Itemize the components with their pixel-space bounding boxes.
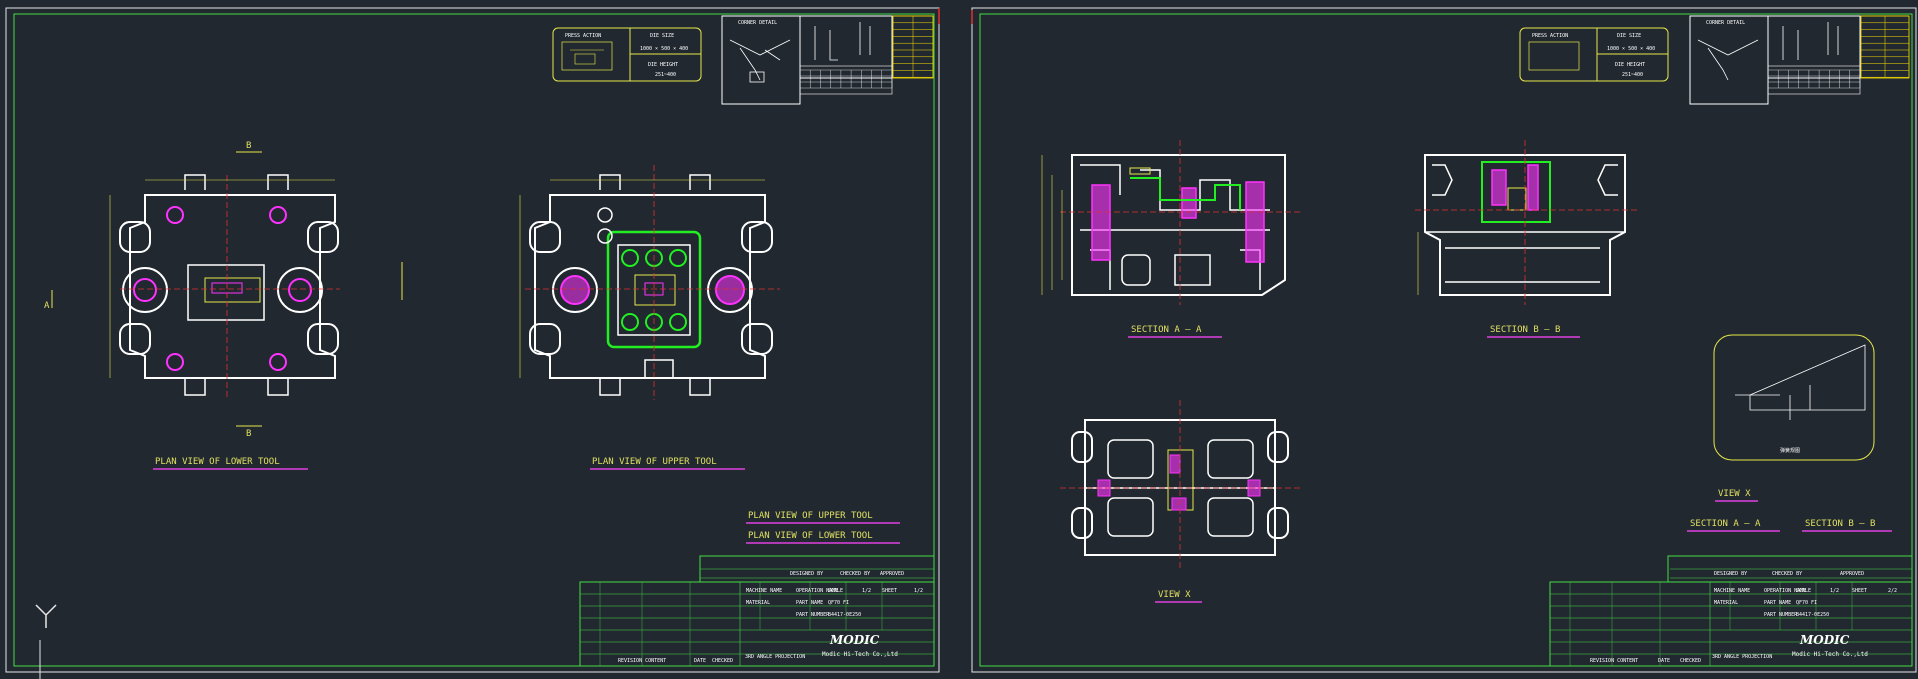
tb2-angle-projection: 3RD ANGLE PROJECTION: [1712, 654, 1772, 660]
tb2-machine-name: MACHINE NAME: [1714, 588, 1750, 594]
tb2-company: Modic Hi-Tech Co.,Ltd: [1792, 651, 1868, 658]
tb2-part-number: PART NUMBER: [1764, 612, 1798, 618]
section-mark-b-top: B: [246, 141, 251, 151]
tb2-approved: APPROVED: [1840, 571, 1864, 577]
die-height-title: DIE HEIGHT: [648, 62, 678, 68]
section-mark-a-left: A: [44, 301, 50, 311]
press-action-title-2: PRESS ACTION: [1532, 33, 1568, 39]
legend-view-x: VIEW X: [1718, 489, 1751, 499]
ucs-icon: [35, 604, 57, 679]
die-size-title: DIE SIZE: [650, 33, 674, 39]
tb2-material: MATERIAL: [1714, 600, 1738, 606]
tb1-sheet: SHEET: [882, 588, 897, 594]
section-b-b-view[interactable]: [1415, 140, 1640, 305]
die-size-value-2: 1000 × 500 × 400: [1607, 46, 1655, 52]
legend-section-a-a: SECTION A — A: [1690, 519, 1761, 529]
view-x[interactable]: [1060, 400, 1300, 570]
tb2-sheet-value: 2/2: [1888, 588, 1897, 594]
tb1-scale: SCALE: [828, 588, 843, 594]
legend-plan-view-upper: PLAN VIEW OF UPPER TOOL: [748, 511, 873, 521]
plan-view-upper-tool[interactable]: [519, 165, 780, 400]
die-size-value: 1000 × 500 × 400: [640, 46, 688, 52]
tb1-machine-name: MACHINE NAME: [746, 588, 782, 594]
section-mark-b-bottom: B: [246, 429, 251, 439]
tb1-operation: OPERATION NAME: [796, 588, 838, 594]
sheet-1-inner-frame: [13, 13, 935, 667]
tb2-date: DATE: [1658, 658, 1670, 664]
sheet-1-outer-border: [5, 7, 940, 673]
label-plan-view-lower: PLAN VIEW OF LOWER TOOL: [155, 457, 280, 467]
tb2-sheet: SHEET: [1852, 588, 1867, 594]
die-height-value: 251~400: [655, 72, 676, 78]
corner-detail-box: CORNER DETAIL: [721, 15, 934, 105]
section-a-a-view[interactable]: [1041, 140, 1300, 305]
die-height-title-2: DIE HEIGHT: [1615, 62, 1645, 68]
tb1-revision-content: REVISION CONTENT: [618, 658, 666, 664]
tb1-logo: MODIC: [829, 633, 880, 647]
tb1-material: MATERIAL: [746, 600, 770, 606]
tb2-part-name: PART NAME: [1764, 600, 1791, 606]
tb2-operation: OPERATION NAME: [1764, 588, 1806, 594]
plan-view-lower-tool[interactable]: B B A: [44, 141, 403, 439]
press-action-title: PRESS ACTION: [565, 33, 601, 39]
tb1-part-number: PART NUMBER: [796, 612, 830, 618]
tb2-designed-by: DESIGNED BY: [1714, 571, 1747, 577]
tb1-approved: APPROVED: [880, 571, 904, 577]
label-section-b-b: SECTION B — B: [1490, 325, 1560, 335]
tb1-date: DATE: [694, 658, 706, 664]
sheet-2-inner-frame: [979, 13, 1913, 667]
tb2-part-number-value: 84417-0E250: [1796, 612, 1829, 618]
spring-detail-box: 弹簧规图: [1713, 334, 1875, 461]
corner-detail-title-2: CORNER DETAIL: [1706, 20, 1745, 26]
spring-detail-label: 弹簧规图: [1780, 447, 1800, 454]
tb2-scale-value: 1/2: [1830, 588, 1839, 594]
sheet-1: PRESS ACTION DIE SIZE 1000 × 500 × 400 D…: [5, 7, 940, 679]
die-size-title-2: DIE SIZE: [1617, 33, 1641, 39]
corner-detail-box-2: CORNER DETAIL: [1689, 15, 1910, 105]
tb2-scale: SCALE: [1796, 588, 1811, 594]
corner-detail-title: CORNER DETAIL: [738, 20, 777, 26]
tb2-revision-content: REVISION CONTENT: [1590, 658, 1638, 664]
tb1-angle-projection: 3RD ANGLE PROJECTION: [745, 654, 805, 660]
tb1-designed-by: DESIGNED BY: [790, 571, 823, 577]
tb1-part-number-value: 84417-0E250: [828, 612, 861, 618]
legend-section-b-b: SECTION B — B: [1805, 519, 1875, 529]
label-plan-view-upper: PLAN VIEW OF UPPER TOOL: [592, 457, 717, 467]
die-height-value-2: 251~400: [1622, 72, 1643, 78]
title-block-sheet-2: MACHINE NAME OPERATION NAME SCALE 1/2 SH…: [1549, 555, 1913, 667]
title-block-sheet-1: MACHINE NAME OPERATION NAME SCALE 1/2 SH…: [579, 555, 935, 667]
sheet-2: PRESS ACTION DIE SIZE 1000 × 500 × 400 D…: [971, 7, 1917, 673]
tb1-checked: CHECKED: [712, 658, 733, 664]
press-action-box: PRESS ACTION DIE SIZE 1000 × 500 × 400 D…: [552, 27, 702, 82]
tb1-part-name: PART NAME: [796, 600, 823, 606]
tb2-checked: CHECKED: [1680, 658, 1701, 664]
label-view-x: VIEW X: [1158, 590, 1191, 600]
tb2-part-name-value: QF70 FI: [1796, 600, 1817, 606]
legend-plan-view-lower: PLAN VIEW OF LOWER TOOL: [748, 531, 873, 541]
tb1-scale-value: 1/2: [862, 588, 871, 594]
press-action-box-2: PRESS ACTION DIE SIZE 1000 × 500 × 400 D…: [1519, 27, 1669, 82]
tb2-logo: MODIC: [1799, 633, 1850, 647]
label-section-a-a: SECTION A — A: [1131, 325, 1202, 335]
tb1-company: Modic Hi-Tech Co.,Ltd: [822, 651, 898, 658]
sheet-2-outer-border: [971, 7, 1917, 673]
tb1-sheet-value: 1/2: [914, 588, 923, 594]
tb1-checked-by: CHECKED BY: [840, 571, 870, 577]
tb1-part-name-value: QF70 FI: [828, 600, 849, 606]
tb2-checked-by: CHECKED BY: [1772, 571, 1802, 577]
